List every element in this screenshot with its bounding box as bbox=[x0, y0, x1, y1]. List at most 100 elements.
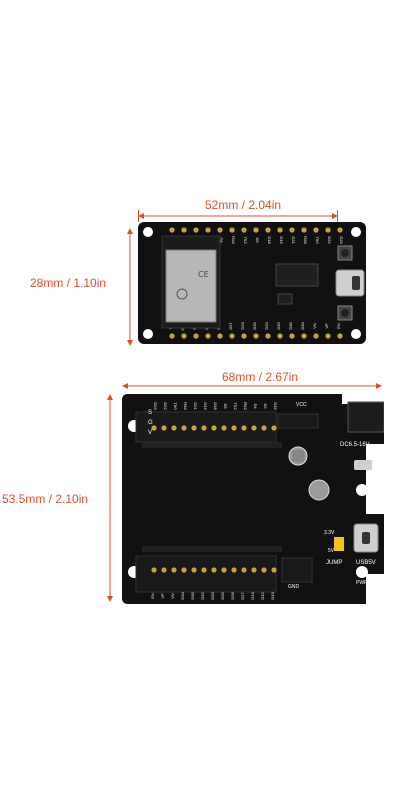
esp32-dev-board: 3V3GNDD15D2D4RX2TX2D5D18D19D21RX0TX0D22D… bbox=[138, 222, 366, 344]
pin-label: TX0 bbox=[173, 402, 178, 410]
top-width-label: 52mm / 2.04in bbox=[205, 198, 282, 212]
pin-label: VP bbox=[160, 593, 165, 599]
pin bbox=[169, 227, 175, 233]
pin-label: D5 bbox=[223, 403, 228, 409]
pin bbox=[325, 333, 331, 339]
pin bbox=[221, 567, 227, 573]
pin-label: D13 bbox=[270, 592, 275, 600]
pin bbox=[289, 227, 295, 233]
pin bbox=[325, 227, 331, 233]
pin bbox=[251, 425, 257, 431]
pin-label: D27 bbox=[240, 592, 245, 600]
pin-label: D5 bbox=[255, 237, 260, 243]
pin bbox=[251, 567, 257, 573]
bottom-height-arrow bbox=[107, 394, 113, 602]
pin bbox=[241, 333, 247, 339]
top-height-label: 28mm / 1.10in bbox=[30, 276, 107, 290]
v-label: V bbox=[148, 430, 153, 436]
pin-label: D25 bbox=[252, 322, 257, 330]
pin bbox=[265, 227, 271, 233]
en-button[interactable] bbox=[338, 306, 352, 320]
pin bbox=[261, 425, 267, 431]
pin bbox=[313, 333, 319, 339]
pin bbox=[161, 425, 167, 431]
pin-label: D35 bbox=[190, 592, 195, 600]
pin bbox=[241, 425, 247, 431]
pin bbox=[205, 333, 211, 339]
pin-label: RX2 bbox=[231, 236, 236, 245]
jump-label: JUMP bbox=[326, 560, 343, 566]
pin-label: D26 bbox=[230, 592, 235, 600]
pin bbox=[301, 227, 307, 233]
pin bbox=[241, 567, 247, 573]
pin-label: RX0 bbox=[303, 236, 308, 245]
pin bbox=[261, 567, 267, 573]
pin-label: D22 bbox=[327, 236, 332, 244]
pin bbox=[229, 333, 235, 339]
pin bbox=[217, 333, 223, 339]
pin bbox=[231, 425, 237, 431]
pin-label: D33 bbox=[210, 592, 215, 600]
pin-label: RX0 bbox=[183, 402, 188, 411]
pin bbox=[181, 333, 187, 339]
pin bbox=[171, 425, 177, 431]
pin-label: D32 bbox=[200, 592, 205, 600]
pin bbox=[181, 227, 187, 233]
boot-button[interactable] bbox=[338, 246, 352, 260]
bottom-width-label: 68mm / 2.67in bbox=[222, 370, 299, 384]
bottom-height-label: 53.5mm / 2.10in bbox=[2, 492, 89, 506]
s-label: S bbox=[148, 410, 153, 416]
pin-label: D25 bbox=[220, 592, 225, 600]
pin-label: VP bbox=[324, 323, 329, 329]
pin bbox=[221, 425, 227, 431]
pin-label: D4 bbox=[219, 237, 224, 243]
bottom-width-arrow bbox=[122, 383, 382, 389]
pin-label: D21 bbox=[193, 402, 198, 410]
pin-label: TX0 bbox=[315, 236, 320, 244]
v5-label: 5V bbox=[328, 548, 335, 554]
pin bbox=[181, 425, 187, 431]
pin-label: D2 bbox=[263, 403, 268, 409]
top-width-arrow bbox=[138, 210, 338, 222]
pin-label: RX2 bbox=[243, 402, 248, 411]
usb5v-label: USB5V bbox=[356, 560, 376, 566]
pin bbox=[241, 227, 247, 233]
pin-label: D33 bbox=[264, 322, 269, 330]
pin bbox=[289, 333, 295, 339]
pin-label: D27 bbox=[228, 322, 233, 330]
pin bbox=[337, 333, 343, 339]
pin-label: D15 bbox=[273, 402, 278, 410]
pin-label: D19 bbox=[203, 402, 208, 410]
pin bbox=[181, 567, 187, 573]
pin bbox=[193, 333, 199, 339]
pin-label: D18 bbox=[213, 402, 218, 410]
v33-label: 3.3V bbox=[324, 530, 335, 536]
pin-label: D26 bbox=[240, 322, 245, 330]
pin bbox=[169, 333, 175, 339]
pin bbox=[201, 567, 207, 573]
pin-label: VN bbox=[312, 323, 317, 329]
pin-label: D18 bbox=[267, 236, 272, 244]
pin bbox=[151, 425, 157, 431]
pin-label: D19 bbox=[279, 236, 284, 244]
pin bbox=[193, 227, 199, 233]
pin-label: EN bbox=[336, 323, 341, 329]
pin-label: D14 bbox=[250, 592, 255, 600]
pin bbox=[217, 227, 223, 233]
pin bbox=[301, 333, 307, 339]
pin bbox=[171, 567, 177, 573]
pin bbox=[265, 333, 271, 339]
top-usb-c-port bbox=[336, 270, 364, 296]
pwr-led-label: PWR-LED bbox=[356, 580, 380, 586]
power-label: DC6.5-16V bbox=[340, 442, 370, 448]
pin bbox=[231, 567, 237, 573]
svg-text:CE: CE bbox=[198, 270, 209, 279]
pin bbox=[211, 567, 217, 573]
pin-label: D23 bbox=[339, 236, 344, 244]
pin-label: VN bbox=[170, 593, 175, 599]
pin-label: D34 bbox=[300, 322, 305, 330]
vcc-label: VCC bbox=[296, 402, 307, 408]
pin-label: D4 bbox=[253, 403, 258, 409]
top-height-arrow bbox=[127, 228, 133, 346]
